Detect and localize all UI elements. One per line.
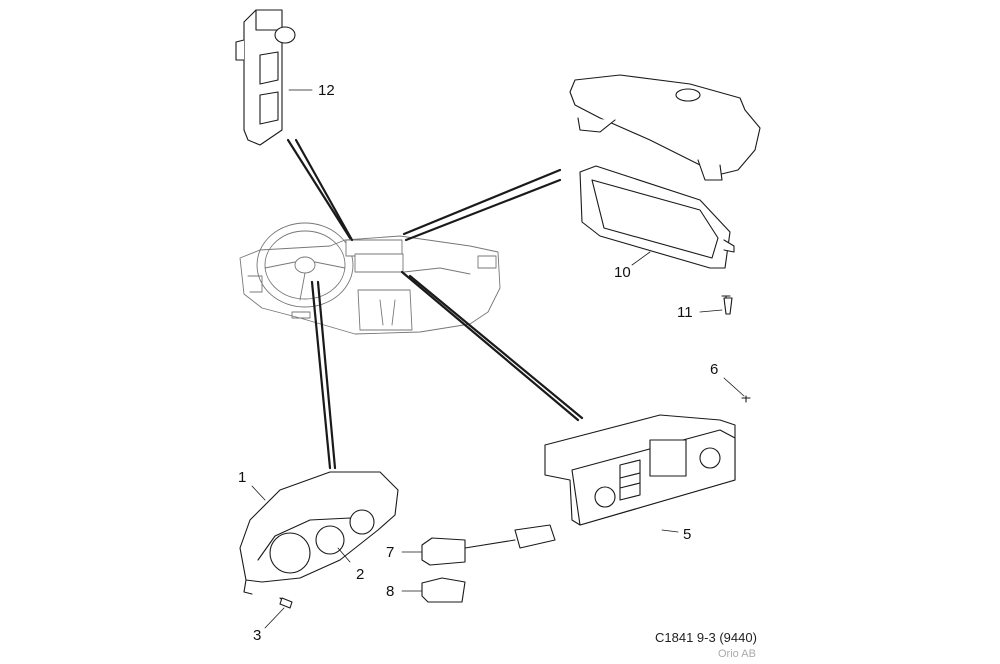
callout-3: 3 bbox=[253, 627, 262, 644]
callout-7: 7 bbox=[386, 544, 395, 561]
callout-leaders bbox=[251, 89, 745, 629]
callout-11: 11 bbox=[677, 304, 693, 321]
part-10-display bbox=[579, 165, 735, 313]
callout-10: 10 bbox=[614, 264, 631, 281]
callout-5: 5 bbox=[683, 526, 692, 543]
part-5-climate-panel bbox=[544, 395, 751, 526]
screw-11 bbox=[723, 297, 733, 315]
brand-label: Orio AB bbox=[718, 648, 756, 660]
part-1-instrument-cluster bbox=[239, 471, 399, 605]
screw-3 bbox=[279, 597, 293, 609]
part-12-switch-module bbox=[235, 9, 296, 146]
part-7-connector bbox=[421, 524, 556, 566]
part-8-cover bbox=[421, 577, 466, 603]
dashboard-overview bbox=[239, 222, 501, 335]
diagram-code: C1841 9-3 (9440) bbox=[655, 630, 757, 645]
leader-lines bbox=[286, 138, 584, 470]
callout-12: 12 bbox=[318, 82, 335, 99]
part-10-cover bbox=[569, 74, 761, 181]
callout-2: 2 bbox=[356, 566, 365, 583]
callout-6: 6 bbox=[710, 361, 719, 378]
callout-8: 8 bbox=[386, 583, 395, 600]
callout-1: 1 bbox=[238, 469, 247, 486]
